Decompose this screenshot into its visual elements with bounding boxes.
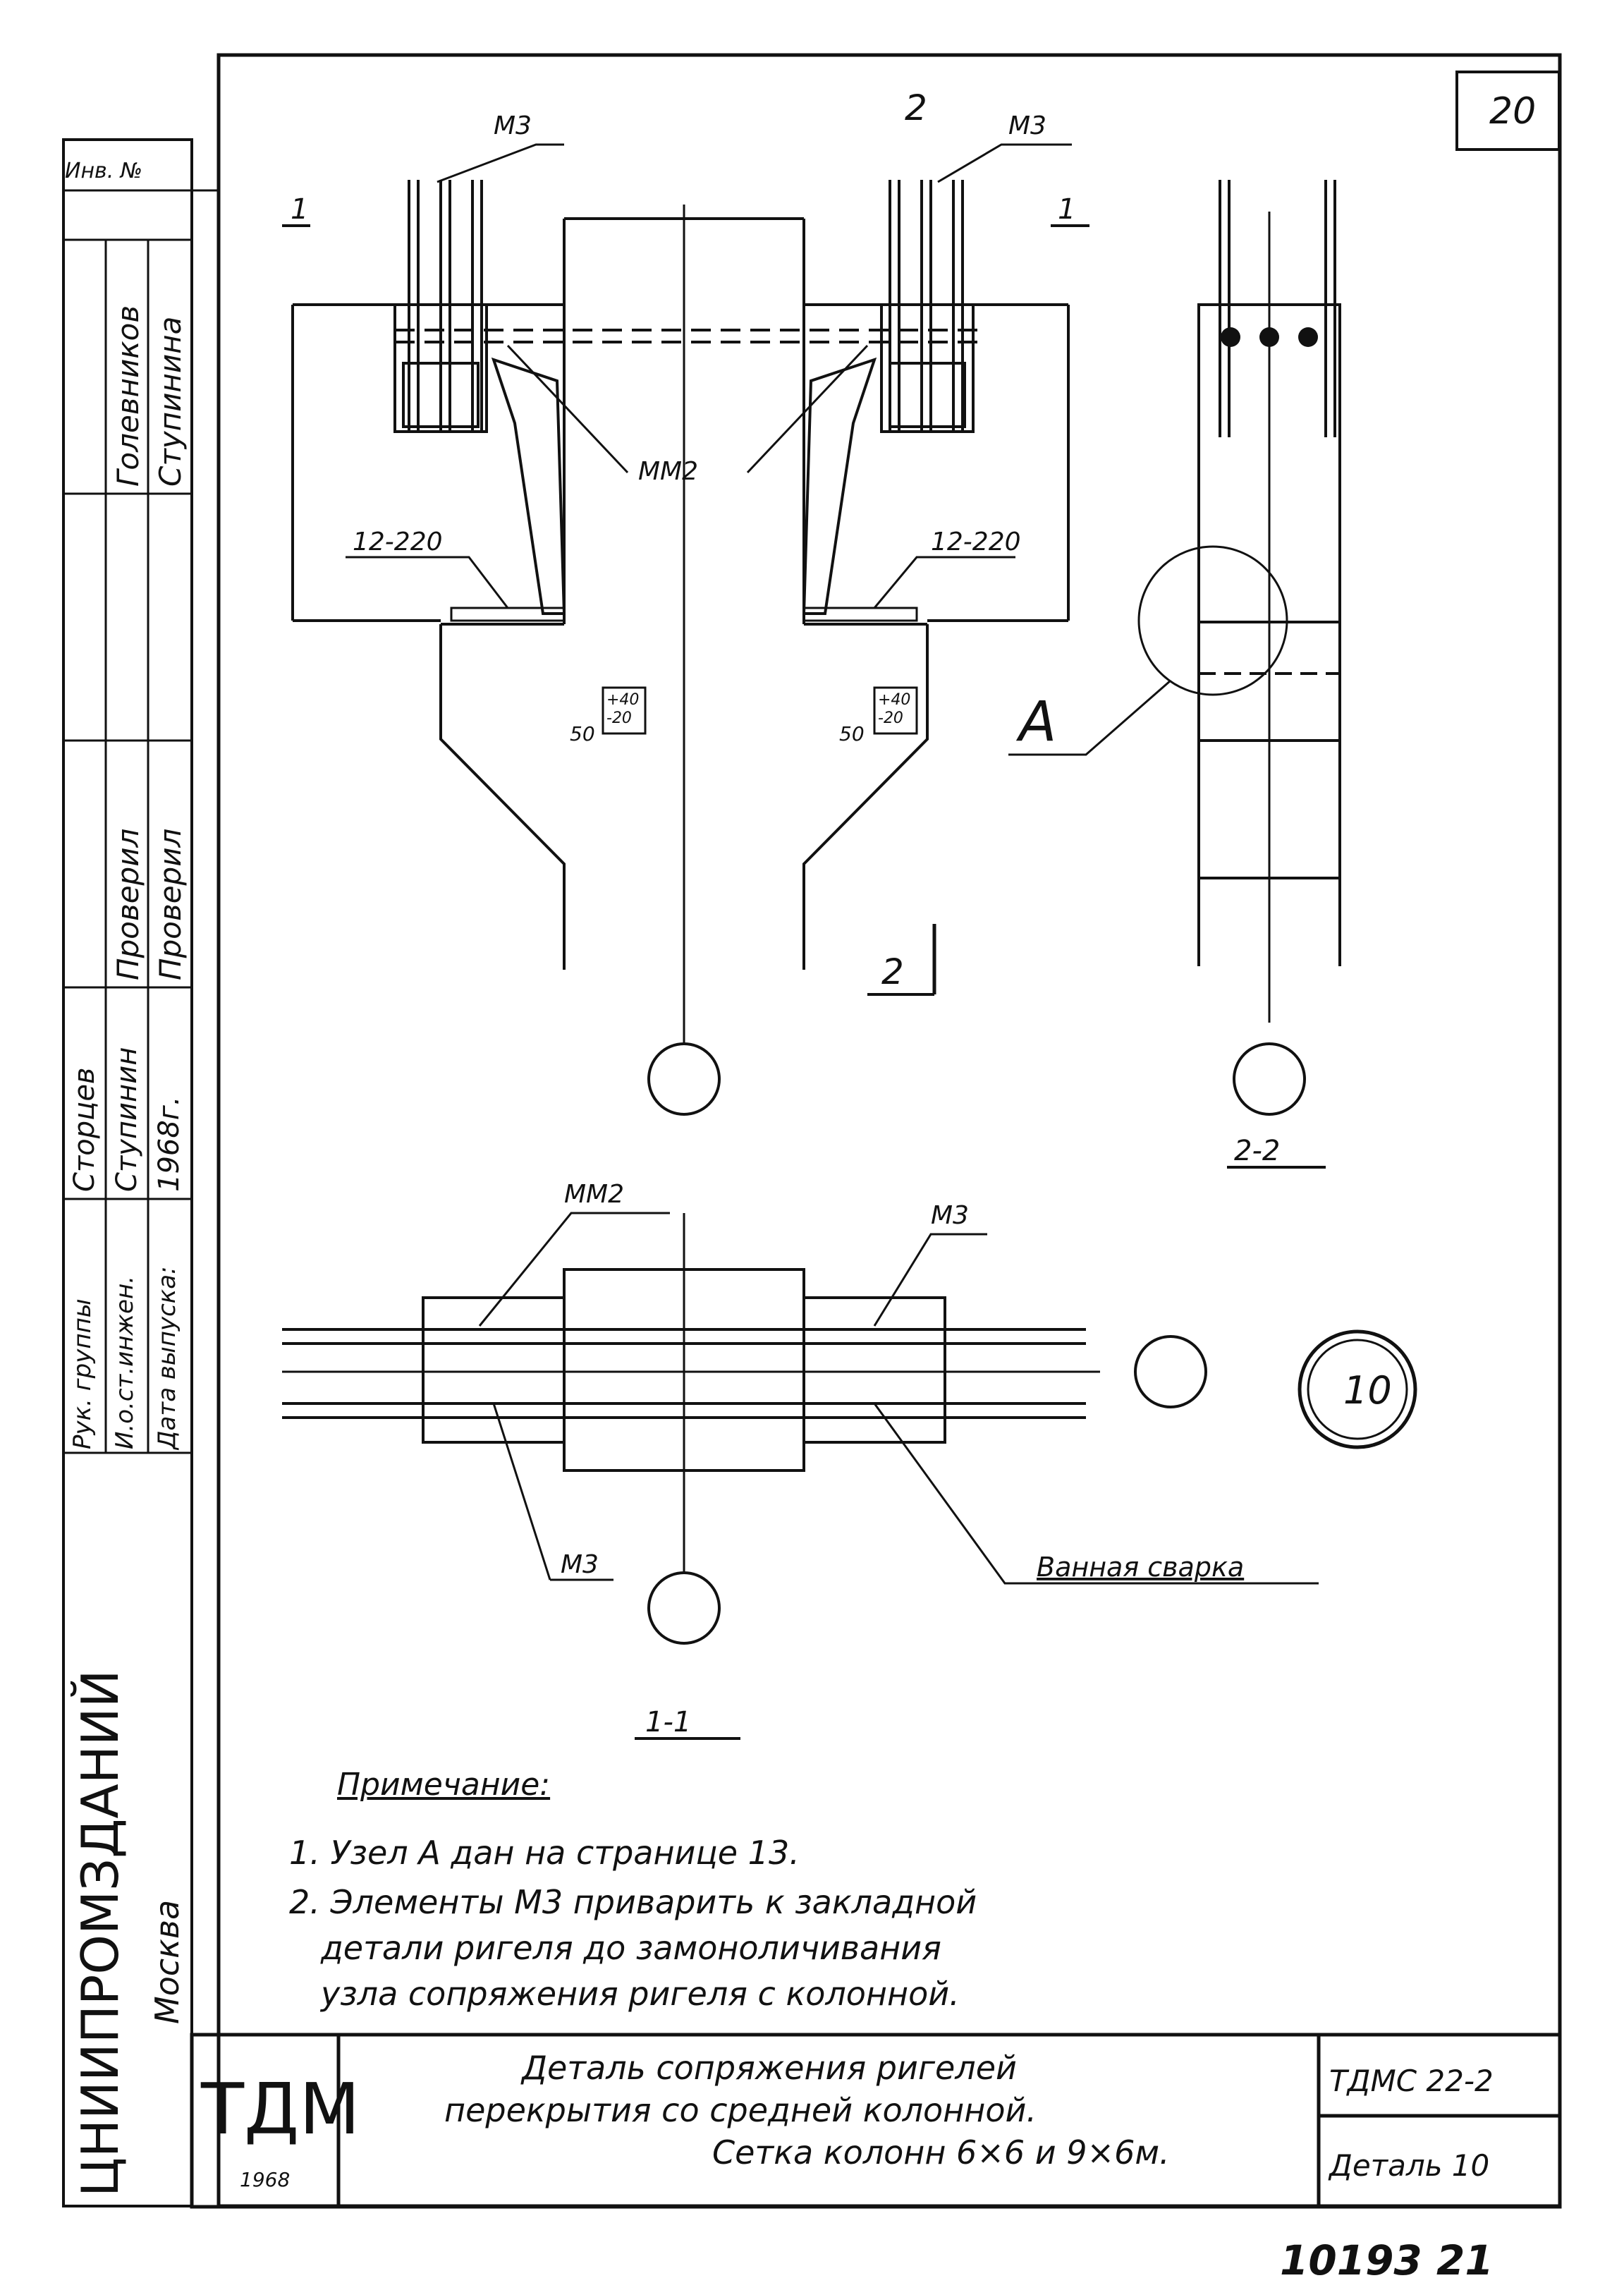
note-line-3: детали ригеля до замоноличивания	[321, 1929, 941, 1967]
label-mm2-plan: ММ2	[564, 1180, 624, 1209]
notes-title: Примечание:	[337, 1767, 551, 1803]
sheet-bottom-number: 10193 21	[1280, 2236, 1494, 2284]
label-rebar-left: 12-220	[353, 528, 443, 556]
side-check-1: Проверил	[111, 828, 145, 980]
label-dim-left: 50	[570, 722, 595, 745]
detail-number: 10	[1343, 1368, 1392, 1413]
label-m3-plan-bottom: М3	[561, 1550, 599, 1579]
side-signature-2: Ступинин	[111, 1047, 143, 1192]
side-check-2: Проверил	[153, 828, 188, 980]
tolerance-left: +40 -20	[606, 691, 640, 727]
label-rebar-right: 12-220	[931, 528, 1021, 556]
label-m3-plan-top: М3	[931, 1201, 969, 1230]
note-line-1: 1. Узел А дан на странице 13.	[289, 1834, 800, 1872]
section-mark-2-top: 2	[905, 87, 927, 128]
series-code: ТДМС 22-2	[1329, 2064, 1494, 2098]
side-role-3: Дата выпуска:	[153, 1266, 181, 1449]
inv-no: Инв. №	[65, 159, 142, 183]
section-mark-1-left: 1	[291, 193, 308, 226]
rebar-dot	[1259, 327, 1279, 347]
label-dim-right: 50	[839, 722, 865, 745]
section-1-1-view	[282, 1212, 1417, 1740]
page-number-box	[1455, 71, 1561, 151]
rebar-dot	[1298, 327, 1318, 347]
side-name-2: Ступинина	[153, 316, 188, 487]
weld-note: Ванная сварка	[1037, 1552, 1244, 1583]
title-line-3: Сетка колонн 6×6 и 9×6м.	[712, 2133, 1170, 2172]
page-number: 20	[1489, 90, 1536, 133]
side-signature-1: Сторцев	[68, 1067, 101, 1192]
logo: ТДМ	[200, 2068, 360, 2150]
note-line-2: 2. Элементы М3 приварить к закладной	[289, 1883, 977, 1921]
section-2-2-view	[1008, 180, 1341, 1169]
section-mark-1-right: 1	[1058, 193, 1075, 226]
side-role-1: Рук. группы	[68, 1298, 97, 1449]
elevation-view	[282, 143, 1089, 1116]
side-name-1: Голевников	[111, 305, 145, 487]
label-mm2: ММ2	[638, 457, 698, 486]
section-mark-2-bottom: 2	[881, 951, 904, 992]
title-year: 1968	[240, 2168, 290, 2191]
node-a-label: А	[1015, 690, 1056, 754]
section-2-2-title: 2-2	[1234, 1135, 1280, 1167]
section-1-1-title: 1-1	[645, 1706, 691, 1738]
side-signature-3: 1968г.	[153, 1096, 185, 1192]
side-city: Москва	[148, 1899, 186, 2024]
title-line-2: перекрытия со средней колонной.	[444, 2091, 1037, 2129]
label-m3-right: М3	[1008, 111, 1046, 140]
side-org: ЦНИИПРОМЗДАНИЙ	[71, 1669, 130, 2197]
side-stamp	[62, 138, 219, 2207]
note-line-4: узла сопряжения ригеля с колонной.	[321, 1975, 960, 2013]
label-m3-left: М3	[494, 111, 532, 140]
tolerance-right: +40 -20	[878, 691, 911, 727]
rebar-dot	[1221, 327, 1240, 347]
side-role-2: И.о.ст.инжен.	[111, 1275, 139, 1449]
title-line-1: Деталь сопряжения ригелей	[522, 2049, 1017, 2087]
detail-code: Деталь 10	[1328, 2148, 1489, 2183]
